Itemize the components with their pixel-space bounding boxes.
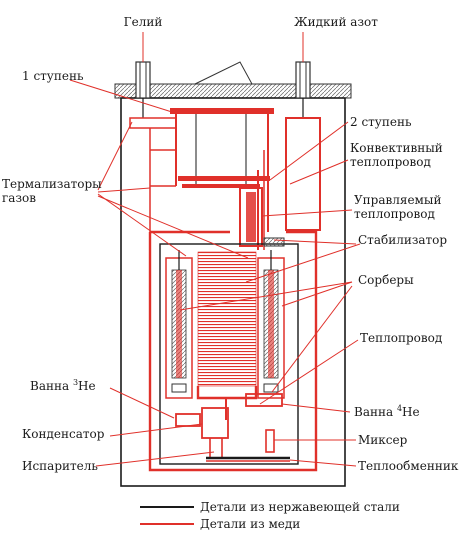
label-stage2: 2 ступень [350,115,412,129]
mixer [265,429,275,453]
label-thermalizers-2: газов [2,191,36,205]
outer-vacuum-vessel [120,97,346,487]
gas-thermalizers [129,117,177,232]
legend: Детали из нержавеющей стали Детали из ме… [140,500,400,531]
label-sorbers: Сорберы [358,273,414,287]
legend-stainless-label: Детали из нержавеющей стали [200,500,400,514]
left-sorber [165,250,193,399]
label-controlled-2: теплопровод [354,207,435,221]
stabilizer [263,237,285,247]
label-mixer: Миксер [358,433,408,447]
label-stabilizer: Стабилизатор [358,233,447,247]
label-he4-bath: Ванна 4He [354,404,420,419]
helium-tube [135,61,151,118]
heat-exchanger-line [206,438,290,462]
label-heat-conductor: Теплопровод [360,331,442,345]
label-convective-1: Конвективный [350,141,443,155]
he4-bath [245,393,283,407]
top-flange [114,61,352,99]
label-he3-bath: Ванна 3He [30,378,96,393]
nitrogen-tank [285,117,321,231]
he3-bath [175,407,229,439]
radiation-shield [148,230,318,472]
legend-copper-label: Детали из меди [200,517,300,531]
nitrogen-tube [295,61,311,118]
heat-exchange-stack [197,251,257,387]
controlled-heat-pipe [239,187,263,247]
leader-lines [69,32,361,467]
label-thermalizers-1: Термализаторы [2,177,102,191]
stage1-plate [170,108,274,114]
label-stage1: 1 ступень [22,69,84,83]
label-evaporator: Испаритель [22,459,98,473]
label-controlled-1: Управляемый [354,193,441,207]
label-condenser: Конденсатор [22,427,105,441]
label-helium: Гелий [124,15,163,29]
inner-vacuum-can [159,243,299,465]
label-convective-2: теплопровод [350,155,431,169]
label-heat-exchanger: Теплообменник [358,459,459,473]
heat-conductor [196,386,258,400]
right-sorber [257,250,285,399]
label-liquid-nitrogen: Жидкий азот [294,15,378,29]
stage2-plate [178,176,270,181]
convective-heat-pipe [257,150,265,250]
